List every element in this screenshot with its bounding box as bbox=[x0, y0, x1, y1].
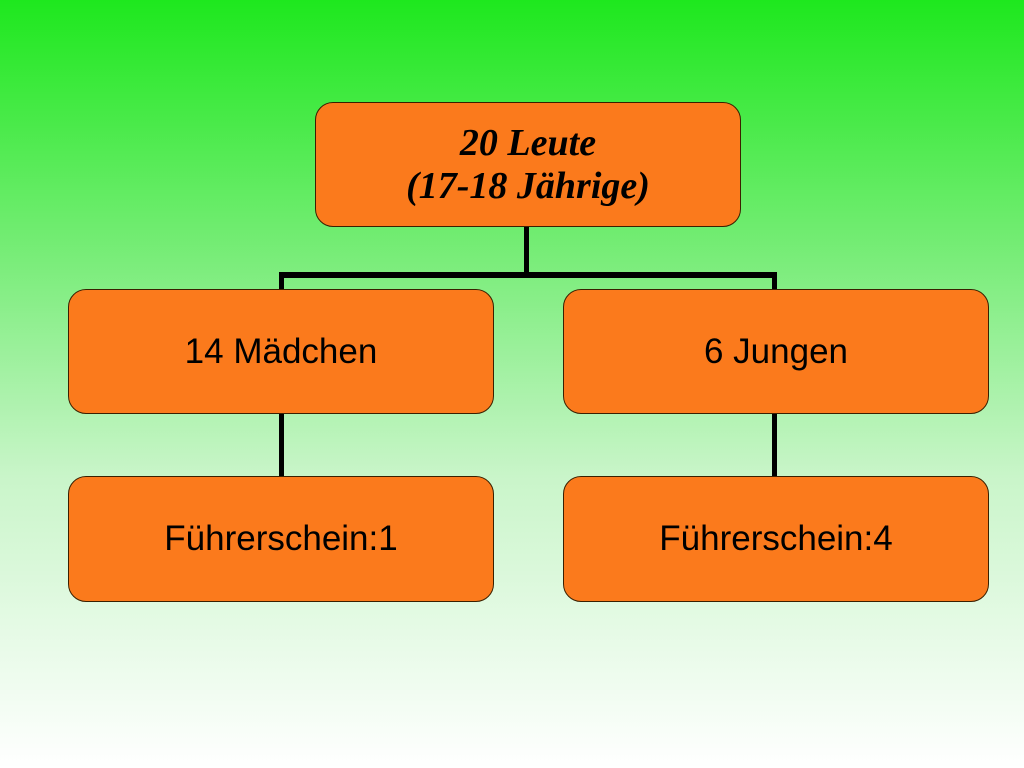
root-node-line2: (17-18 Jährige) bbox=[406, 164, 650, 207]
connector-maedchen-to-fuehrerschein bbox=[279, 413, 284, 477]
node-maedchen-label: 14 Mädchen bbox=[184, 331, 378, 371]
node-fuehrerschein-maedchen-label: Führerschein:1 bbox=[164, 519, 398, 558]
connector-to-jungen bbox=[772, 272, 777, 290]
node-fuehrerschein-jungen-label: Führerschein:4 bbox=[659, 519, 893, 558]
node-jungen-label: 6 Jungen bbox=[703, 331, 849, 371]
connector-to-maedchen bbox=[279, 272, 284, 290]
connector-root-stem bbox=[524, 227, 529, 275]
root-node-line1: 20 Leute bbox=[459, 121, 597, 164]
connector-jungen-to-fuehrerschein bbox=[772, 413, 777, 477]
org-chart-node-fuehrerschein-jungen: Führerschein:4 bbox=[563, 476, 989, 602]
connector-horizontal-bar bbox=[279, 272, 777, 278]
org-chart-node-maedchen: 14 Mädchen bbox=[68, 289, 494, 414]
org-chart-root-node: 20 Leute (17-18 Jährige) bbox=[315, 102, 741, 227]
org-chart-node-jungen: 6 Jungen bbox=[563, 289, 989, 414]
org-chart-node-fuehrerschein-maedchen: Führerschein:1 bbox=[68, 476, 494, 602]
